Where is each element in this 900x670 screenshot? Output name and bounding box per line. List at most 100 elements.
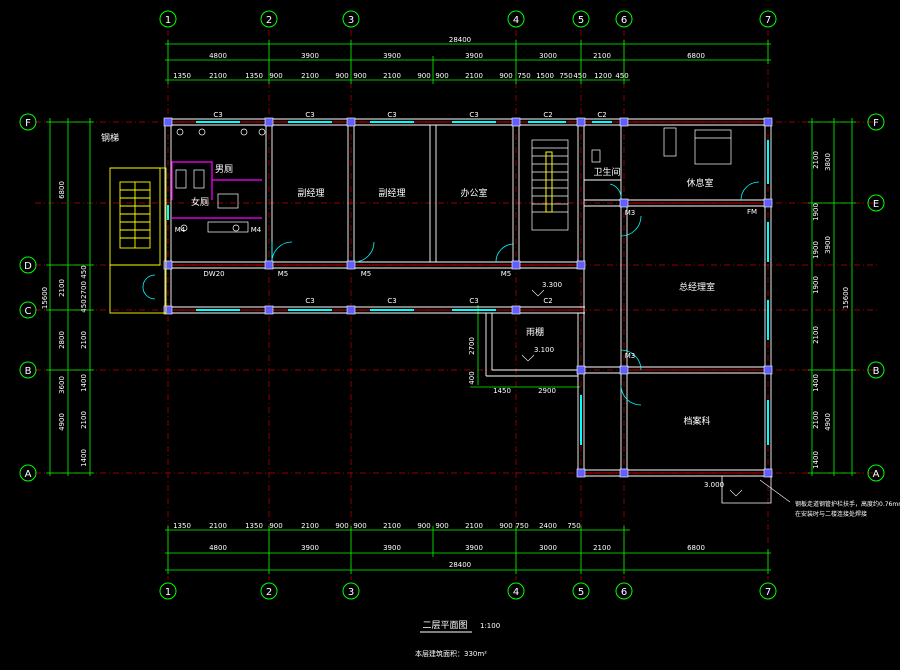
tag-window: C2 <box>543 111 552 119</box>
dim-top-sub: 1350 <box>173 72 191 80</box>
dim-bottom-sub: 2100 <box>209 522 227 530</box>
room-label-steel-stair: 钢梯 <box>101 132 119 144</box>
dim-canopy-height-2: 400 <box>468 371 476 384</box>
dim-right-sub: 2100 <box>812 326 820 344</box>
axis-label-E-right: E <box>873 199 879 210</box>
tag-window: C2 <box>597 111 606 119</box>
dim-left-sub: 450 <box>80 265 88 278</box>
axis-label-3-top: 3 <box>348 15 354 26</box>
dim-right-main: 3900 <box>824 236 832 254</box>
dim-top-main: 2100 <box>593 52 611 60</box>
dim-top-sub: 2100 <box>465 72 483 80</box>
dim-left-sub: 2700 <box>80 281 88 299</box>
dim-right-main: 3800 <box>824 153 832 171</box>
dim-left-sub: 450 <box>80 299 88 312</box>
dim-left-main: 2800 <box>58 331 66 349</box>
dim-top-sub: 2100 <box>383 72 401 80</box>
right-dimensions: 3800 3900 4900 15600 2100 1900 1900 1900… <box>812 151 850 469</box>
dim-bottom-sub: 900 <box>435 522 448 530</box>
dim-bottom-sub: 750 <box>567 522 580 530</box>
dim-bottom-sub: 2100 <box>383 522 401 530</box>
tag-window: C3 <box>387 297 396 305</box>
dim-top-sub: 750 <box>517 72 530 80</box>
dim-bottom-sub: 1350 <box>245 522 263 530</box>
dim-top-sub: 2100 <box>209 72 227 80</box>
axis-label-7-bottom: 7 <box>765 587 771 598</box>
level-symbols <box>521 289 743 497</box>
axis-label-3-bottom: 3 <box>348 587 354 598</box>
axis-label-5-bottom: 5 <box>578 587 584 598</box>
note-leader <box>759 479 791 503</box>
lounge-furniture <box>591 127 732 165</box>
room-label-archive: 档案科 <box>683 415 710 427</box>
dim-left-sub: 1400 <box>80 449 88 467</box>
tag-window: C3 <box>213 111 222 119</box>
bottom-dimensions: 1350 2100 1350 900 2100 900 900 2100 900… <box>173 522 705 569</box>
canopy-dimensions: 1450 2900 2700 400 <box>468 337 556 395</box>
dim-right-sub: 1400 <box>812 451 820 469</box>
tag-door: M3 <box>625 209 636 217</box>
room-labels: 钢梯 男厕 女厕 副经理 副经理 办公室 卫生间 休息室 总经理室 档案科 雨棚 <box>101 132 715 427</box>
left-dimensions: 6800 15600 2100 2800 3600 4900 450 2700 … <box>41 181 88 467</box>
dim-top-sub: 450 <box>573 72 586 80</box>
dim-top-sub: 2100 <box>301 72 319 80</box>
dim-top-sub: 900 <box>269 72 282 80</box>
dim-top-sub: 450 <box>615 72 628 80</box>
dim-bottom-total: 28400 <box>449 561 471 569</box>
columns <box>163 117 773 478</box>
level-mark: 3.000 <box>704 481 724 489</box>
axis-label-6-bottom: 6 <box>621 587 627 598</box>
axis-label-7-top: 7 <box>765 15 771 26</box>
dimension-lines <box>49 43 853 571</box>
room-label-wc: 卫生间 <box>593 166 620 178</box>
dim-top-sub: 900 <box>435 72 448 80</box>
tag-door: FM <box>747 208 757 216</box>
axis-label-A-left: A <box>25 469 32 480</box>
level-marks: 3.300 3.100 3.000 <box>534 281 724 489</box>
axis-label-F-right: F <box>873 118 879 129</box>
dim-bottom-main: 2100 <box>593 544 611 552</box>
axis-label-1-top: 1 <box>165 15 171 26</box>
toilet-partitions <box>171 161 262 219</box>
dim-top-sub: 900 <box>499 72 512 80</box>
dim-bottom-sub: 900 <box>499 522 512 530</box>
walls <box>164 118 772 477</box>
dim-left-outer: 6800 <box>58 181 66 199</box>
room-label-canopy: 雨棚 <box>526 326 544 338</box>
dim-canopy-width-2: 2900 <box>538 387 556 395</box>
dim-bottom-sub: 2100 <box>465 522 483 530</box>
axis-label-4-bottom: 4 <box>513 587 519 598</box>
axis-label-5-top: 5 <box>578 15 584 26</box>
tag-window: C3 <box>469 297 478 305</box>
dim-bottom-sub: 750 <box>515 522 528 530</box>
dim-bottom-sub: 900 <box>335 522 348 530</box>
dim-top-sub: 900 <box>353 72 366 80</box>
dim-top-main: 3900 <box>383 52 401 60</box>
tag-window: C3 <box>387 111 396 119</box>
dimension-ticks <box>46 40 856 574</box>
dim-bottom-sub: 2400 <box>539 522 557 530</box>
axis-label-6-top: 6 <box>621 15 627 26</box>
axis-label-A-right: A <box>873 469 880 480</box>
top-dimensions: 28400 4800 3900 3900 3900 3000 2100 6800… <box>173 36 705 80</box>
dim-left-total: 15600 <box>41 287 49 309</box>
dim-bottom-main: 3900 <box>465 544 483 552</box>
dim-top-main: 3900 <box>465 52 483 60</box>
dim-right-main: 4900 <box>824 413 832 431</box>
dim-bottom-sub: 1350 <box>173 522 191 530</box>
dim-canopy-height: 2700 <box>468 337 476 355</box>
windows <box>167 121 769 445</box>
tag-window: C3 <box>305 297 314 305</box>
drawing-title: 二层平面图 <box>422 620 467 631</box>
dim-bottom-sub: 900 <box>353 522 366 530</box>
opening-tags: C3 C3 C3 C3 C2 C2 C3 C3 C3 C2 M4 M4 M5 M… <box>175 111 757 360</box>
stair-handrail <box>545 151 553 213</box>
tag-door: M5 <box>361 270 372 278</box>
construction-note: 钢板走道钢管护栏扶手，高度约0.76mm 在安装时与二楼连接处焊接 <box>795 500 900 518</box>
dim-left-main: 4900 <box>58 413 66 431</box>
dim-canopy-width-1: 1450 <box>493 387 511 395</box>
dim-bottom-main: 3900 <box>301 544 319 552</box>
tag-window: C2 <box>543 297 552 305</box>
